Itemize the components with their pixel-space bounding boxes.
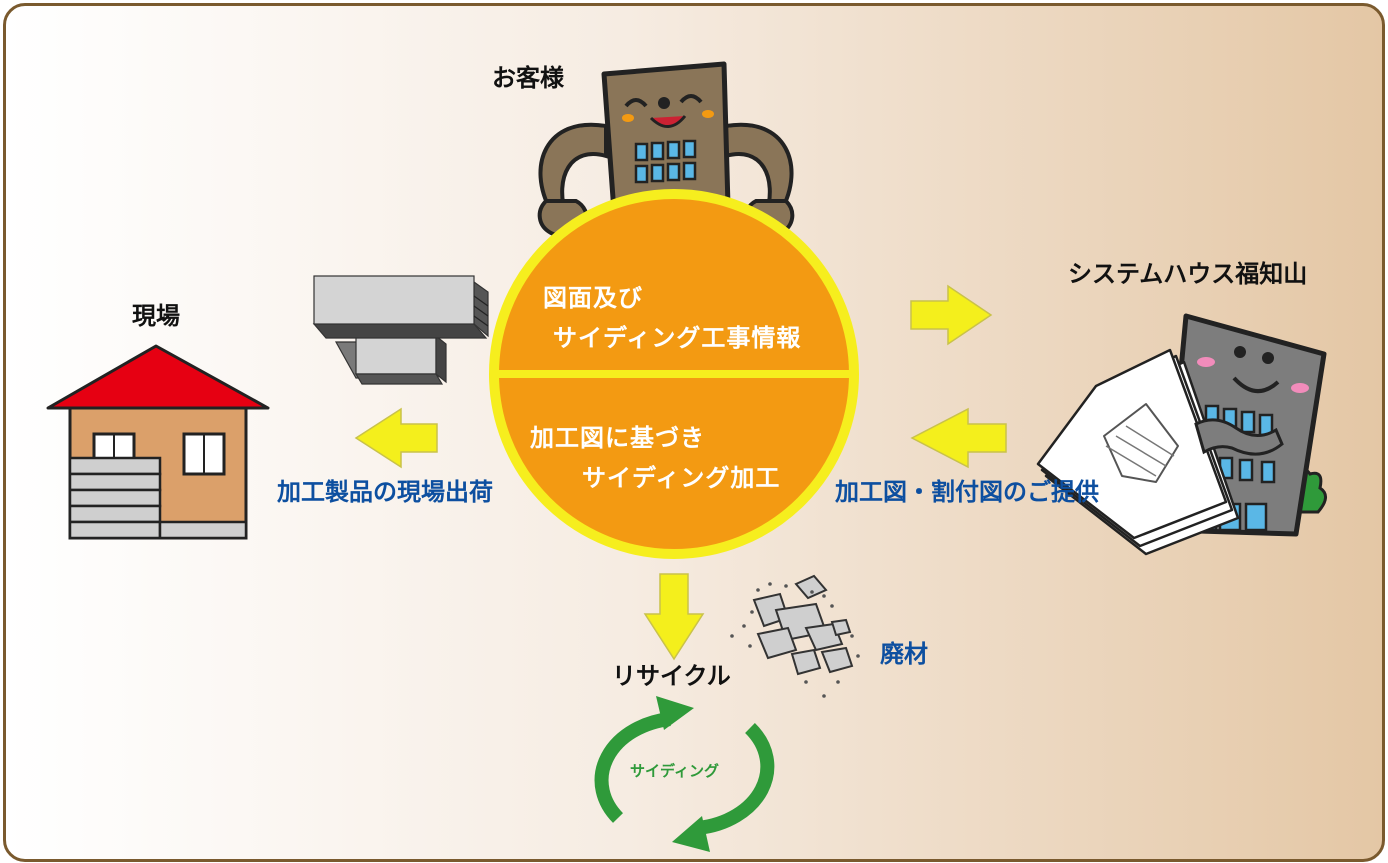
customer-label: お客様 bbox=[492, 64, 564, 92]
recycle-label: リサイクル bbox=[612, 662, 731, 690]
process-circle bbox=[489, 189, 859, 559]
arrow-down-to-recycle bbox=[643, 573, 705, 661]
house-icon bbox=[46, 344, 270, 540]
circle-bottom-line2: サイディング加工 bbox=[582, 464, 781, 492]
company-building-mascot-icon bbox=[1036, 313, 1327, 556]
system-house-label: システムハウス福知山 bbox=[1068, 260, 1308, 288]
waste-label: 廃材 bbox=[880, 640, 928, 668]
diagram-canvas bbox=[46, 61, 1327, 852]
diagram-frame bbox=[3, 3, 1385, 862]
circle-top-line1: 図面及び bbox=[543, 284, 643, 312]
arrows bbox=[354, 284, 1007, 661]
arrow-left-from-system-house bbox=[910, 407, 1007, 469]
siding-panels-icon bbox=[312, 275, 489, 385]
drawings-provided-label: 加工図・割付図のご提供 bbox=[835, 478, 1099, 506]
recycle-cycle-icon bbox=[594, 696, 775, 852]
recycle-cycle-label: サイディング bbox=[630, 762, 719, 780]
shipment-label: 加工製品の現場出荷 bbox=[277, 478, 493, 506]
site-label: 現場 bbox=[132, 302, 180, 330]
arrow-right-to-system-house bbox=[910, 284, 993, 346]
waste-rubble-icon bbox=[730, 574, 860, 698]
circle-top-line2: サイディング工事情報 bbox=[553, 324, 802, 352]
circle-bottom-line1: 加工図に基づき bbox=[530, 424, 705, 452]
arrow-left-to-site bbox=[354, 407, 438, 469]
